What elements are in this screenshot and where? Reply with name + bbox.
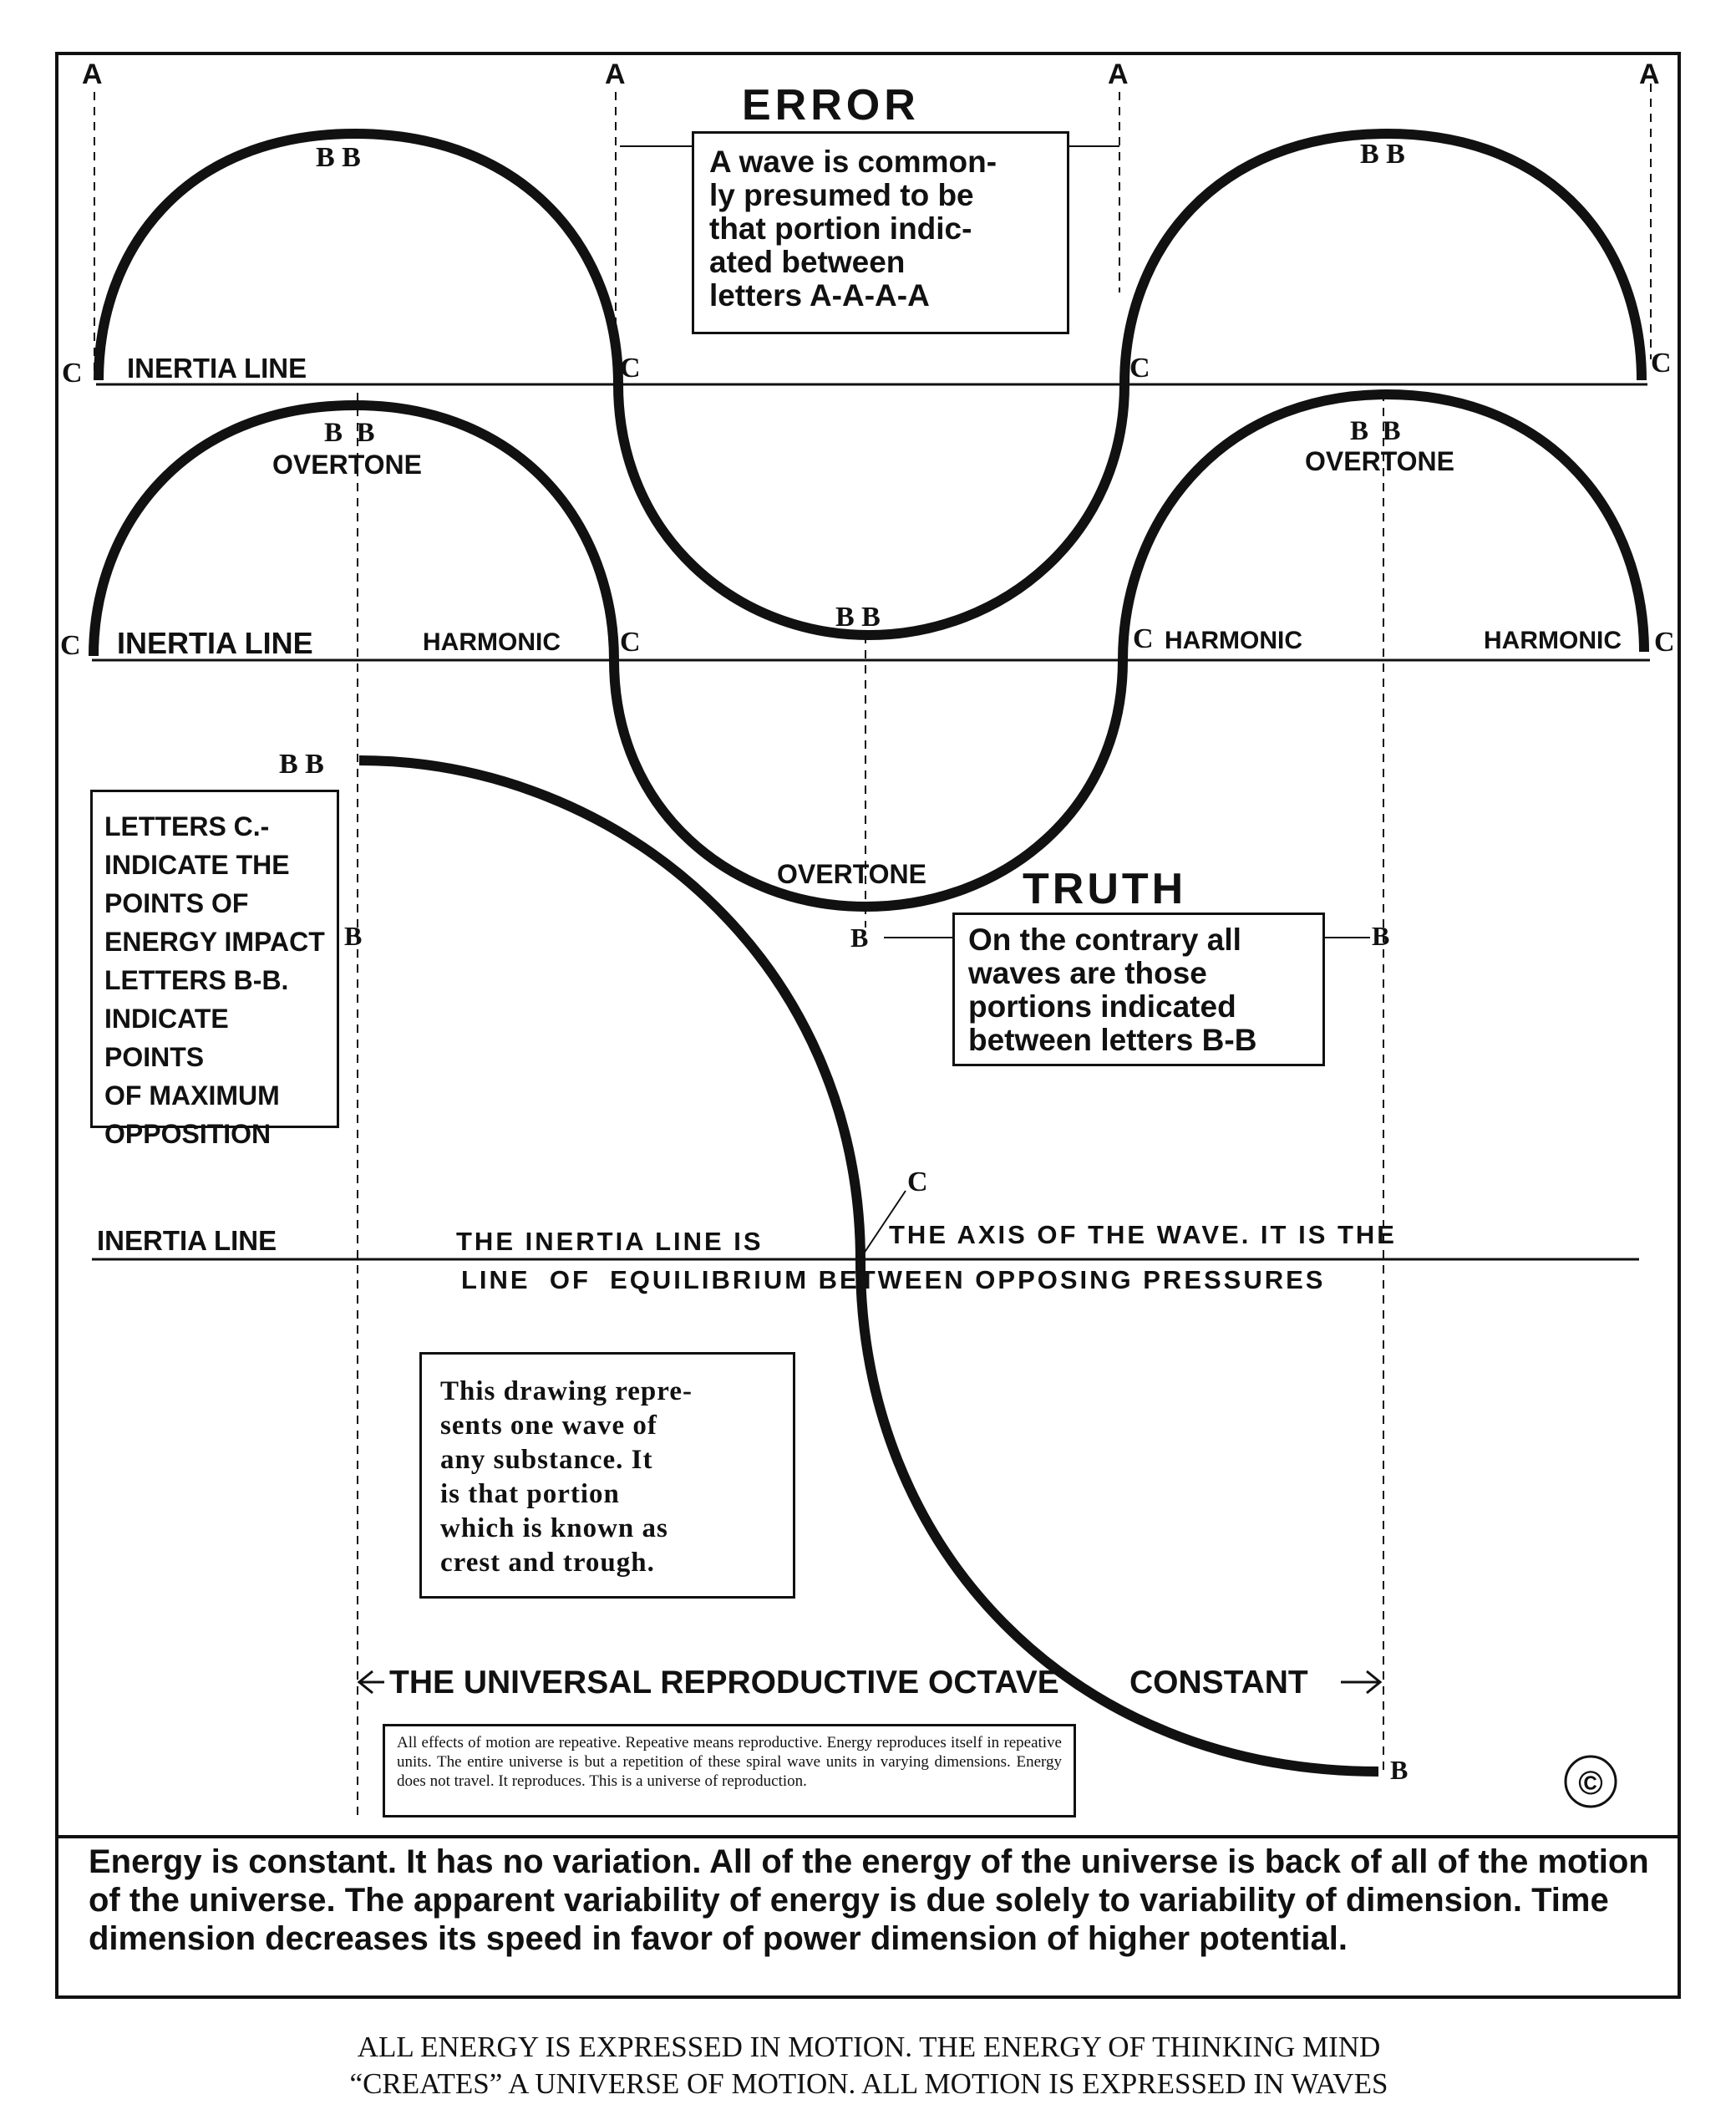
middle-wave-curve — [89, 389, 1649, 913]
caption-line-1: ALL ENERGY IS EXPRESSED IN MOTION. THE E… — [357, 2031, 1381, 2063]
letters-line: LETTERS C.- — [104, 811, 270, 841]
caption-line-2: “CREATES” A UNIVERSE OF MOTION. ALL MOTI… — [349, 2067, 1388, 2100]
drawing-line: This drawing repre- — [440, 1376, 693, 1406]
octave-label: THE UNIVERSAL REPRODUCTIVE OCTAVE — [389, 1665, 1059, 1701]
harmonic-label-2: HARMONIC — [1165, 627, 1302, 654]
truth-line: On the contrary all — [968, 923, 1241, 957]
drawing-description-box: This drawing repre- sents one wave of an… — [419, 1352, 795, 1599]
marker-a-3: A — [1108, 58, 1129, 90]
marker-a-4: A — [1639, 58, 1660, 90]
marker-bb-mid-right: B B — [1350, 416, 1401, 446]
marker-bb-trough-top: B B — [835, 602, 881, 633]
truth-title: TRUTH — [1023, 865, 1187, 913]
marker-b-right: B — [1372, 921, 1390, 951]
marker-c-mid-4: C — [1654, 627, 1675, 658]
overtone-label-right: OVERTONE — [1305, 446, 1454, 476]
marker-c-top-1: C — [62, 358, 83, 389]
octave-arrow-left — [357, 1670, 384, 1695]
inertia-line-label-mid: INERTIA LINE — [117, 626, 313, 660]
c-pointer-line — [863, 1190, 906, 1254]
harmonic-label-3: HARMONIC — [1484, 627, 1622, 654]
octave-note-box: All effects of motion are repeative. Rep… — [383, 1724, 1076, 1817]
error-line: ated between — [709, 245, 906, 279]
overtone-label-left: OVERTONE — [272, 450, 422, 480]
letters-line: OPPOSITION — [104, 1119, 272, 1149]
constant-label: CONSTANT — [1129, 1665, 1308, 1701]
error-title: ERROR — [742, 81, 920, 130]
marker-c-top-3: C — [1129, 353, 1150, 384]
axis-label-2: THE AXIS OF THE WAVE. IT IS THE — [889, 1220, 1397, 1249]
axis-label-3: LINE OF EQUILIBRIUM BETWEEN OPPOSING PRE… — [461, 1265, 1326, 1294]
spiral-wave-curve — [358, 755, 1379, 1777]
error-text-box: A wave is common- ly presumed to be that… — [692, 131, 1069, 334]
truth-line: portions indicated — [968, 989, 1236, 1024]
diagram-frame — [55, 52, 1681, 1999]
octave-arrow-right — [1341, 1670, 1383, 1695]
marker-bb-mid-left: B B — [324, 418, 375, 448]
drawing-line: any substance. It — [440, 1445, 653, 1475]
marker-c-top-4: C — [1651, 348, 1672, 379]
overtone-label-trough: OVERTONE — [777, 859, 926, 889]
marker-bb-top-left: B B — [316, 142, 361, 173]
marker-c-spiral: C — [907, 1167, 928, 1197]
drawing-line: crest and trough. — [440, 1548, 655, 1578]
harmonic-label-1: HARMONIC — [423, 628, 561, 656]
truth-line: between letters B-B — [968, 1023, 1257, 1057]
letters-line: INDICATE POINTS — [104, 1004, 229, 1072]
octave-note-text: All effects of motion are repeative. Rep… — [397, 1734, 1062, 1790]
energy-note: Energy is constant. It has no variation.… — [89, 1843, 1649, 1957]
figure-caption: ALL ENERGY IS EXPRESSED IN MOTION. THE E… — [100, 2029, 1637, 2102]
letters-line: OF MAXIMUM — [104, 1080, 280, 1111]
copyright-icon — [1564, 1755, 1617, 1808]
marker-c-mid-2: C — [620, 627, 641, 658]
energy-note-divider — [55, 1835, 1681, 1838]
marker-c-top-2: C — [620, 353, 641, 384]
top-wave-curve — [94, 128, 1647, 641]
marker-c-mid-3: C — [1133, 623, 1154, 654]
error-line: ly presumed to be — [709, 178, 974, 212]
error-line: that portion indic- — [709, 211, 972, 246]
marker-b-center: B — [850, 923, 869, 953]
marker-b-octave-end: B — [1390, 1755, 1409, 1785]
marker-a-1: A — [82, 58, 103, 90]
marker-c-mid-1: C — [60, 630, 81, 661]
marker-bb-top-right: B B — [1360, 139, 1405, 170]
truth-text-box: On the contrary all waves are those port… — [952, 913, 1325, 1066]
truth-line: waves are those — [968, 956, 1207, 990]
marker-a-2: A — [605, 58, 626, 90]
letters-line: INDICATE THE — [104, 850, 290, 880]
inertia-line-label-top: INERTIA LINE — [127, 353, 307, 384]
axis-label-1: THE INERTIA LINE IS — [456, 1227, 764, 1256]
letters-line: POINTS OF — [104, 888, 249, 918]
letters-line: LETTERS B-B. — [104, 965, 289, 995]
inertia-line-label-axis: INERTIA LINE — [97, 1225, 277, 1256]
letters-legend-box: LETTERS C.- INDICATE THE POINTS OF ENERG… — [90, 790, 339, 1149]
copyright-glyph: © — [1578, 1765, 1602, 1802]
drawing-line: which is known as — [440, 1513, 668, 1543]
drawing-line: is that portion — [440, 1479, 620, 1509]
drawing-line: sents one wave of — [440, 1411, 657, 1441]
marker-bb-spiral: B B — [279, 749, 324, 780]
error-line: letters A-A-A-A — [709, 278, 930, 313]
marker-b-left: B — [344, 921, 363, 951]
letters-line: ENERGY IMPACT — [104, 927, 325, 957]
error-line: A wave is common- — [709, 145, 997, 179]
